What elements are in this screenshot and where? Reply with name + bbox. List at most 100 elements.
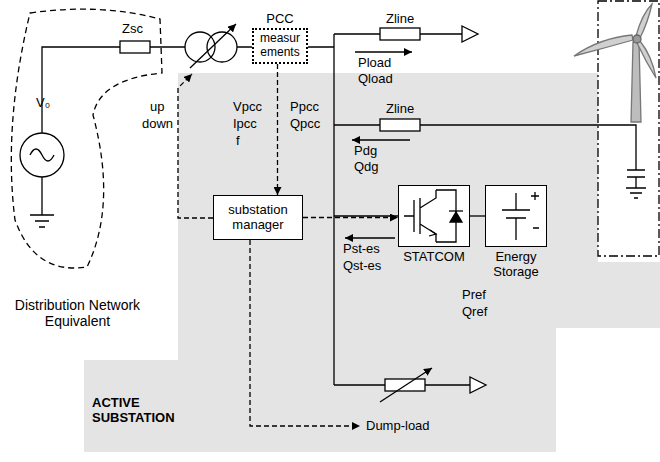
- turbine-blade: [574, 35, 633, 56]
- label-anchor: Zline: [386, 102, 414, 117]
- signal-label: Qst-es: [343, 259, 381, 274]
- load-symbol: [470, 377, 486, 393]
- signal-label: Zline: [386, 12, 414, 27]
- label-anchor: Pref: [462, 288, 486, 303]
- polarity-marks: [531, 192, 539, 228]
- signal-label: Dump-load: [366, 419, 430, 434]
- signal-label: up: [150, 100, 164, 115]
- label-anchor: Ipcc: [233, 117, 257, 132]
- control-signal: [277, 64, 278, 195]
- power-flow-arrow: [345, 237, 395, 238]
- signal-label: Pst-es: [343, 242, 380, 257]
- turbine-hub: [633, 35, 641, 43]
- label-anchor: Qload: [358, 72, 393, 87]
- box-text: measur ements: [256, 32, 304, 60]
- resistor-symbol: [385, 379, 425, 391]
- voltage-source: [20, 133, 64, 177]
- variable-arrow: [380, 368, 432, 402]
- line-impedance: [380, 119, 420, 131]
- load-symbol: [462, 26, 478, 42]
- label-anchor: down: [142, 117, 173, 132]
- process-box: substation manager: [213, 195, 303, 240]
- ground-symbol: [30, 177, 54, 227]
- signal-label: f: [236, 134, 240, 149]
- wire: [334, 125, 636, 170]
- signal-label: Qdg: [354, 160, 379, 175]
- diode-symbol: [450, 212, 462, 222]
- igbt-emitter-arrow: [429, 230, 436, 236]
- label-anchor: Zsc: [122, 22, 143, 37]
- bus-bar: [333, 34, 334, 385]
- signal-label: Zline: [386, 102, 414, 117]
- signal-label: down: [142, 117, 173, 132]
- pcc-label: PCC: [252, 12, 308, 28]
- wire: [334, 384, 470, 385]
- signal-label: Pref: [462, 288, 486, 303]
- converter-unit: STATCOM: [398, 185, 470, 265]
- dump-control-line: [250, 240, 360, 426]
- device-box: [485, 185, 547, 247]
- signal-label: Qload: [358, 72, 393, 87]
- transformer-winding: [207, 32, 237, 62]
- signal-label: Ppcc: [290, 100, 319, 115]
- dc-link: [470, 215, 485, 216]
- signal-label: Ipcc: [233, 117, 257, 132]
- label-anchor: Pst-es: [343, 242, 380, 257]
- wire: [334, 33, 462, 34]
- wire: [334, 215, 398, 216]
- storage-unit: Energy Storage: [485, 185, 547, 280]
- region-title: ACTIVE SUBSTATION: [92, 396, 202, 426]
- label-anchor: Zline: [386, 12, 414, 27]
- storage-symbol: [502, 193, 530, 240]
- measurement-unit: PCC measur ements: [252, 12, 308, 64]
- sine-symbol: [30, 149, 54, 161]
- device-label: Energy Storage: [485, 250, 547, 280]
- box-text: substation manager: [218, 203, 298, 233]
- turbine-tower: [631, 42, 641, 122]
- igbt-symbol: [404, 190, 456, 242]
- label-anchor: up: [150, 100, 164, 115]
- label-anchor: Qdg: [354, 160, 379, 175]
- transformer-winding: [185, 32, 215, 62]
- wire: [42, 47, 120, 133]
- label-anchor: Qst-es: [343, 259, 381, 274]
- signal-label: Vpcc: [233, 100, 262, 115]
- label-anchor: Ppcc: [290, 100, 319, 115]
- turbine-blade: [636, 4, 652, 38]
- signal-label: Pload: [358, 56, 391, 71]
- signal-label: V₀: [36, 96, 50, 111]
- diode-bar: [449, 210, 463, 211]
- label-anchor: Vpcc: [233, 100, 262, 115]
- device-label: STATCOM: [398, 250, 470, 265]
- line-impedance: [380, 28, 420, 40]
- measurement-box: measur ements: [252, 28, 308, 64]
- device-box: [398, 185, 470, 247]
- wire: [150, 46, 185, 47]
- label-anchor: Dump-load: [366, 419, 430, 434]
- tap-control-line: [178, 74, 213, 218]
- label-anchor: V₀: [36, 96, 50, 111]
- turbine-blade: [637, 41, 656, 78]
- signal-label: Qref: [462, 305, 487, 320]
- tap-changer-arrow: [190, 24, 236, 68]
- signal-label: Qpcc: [290, 117, 320, 132]
- network-region: Distribution Network Equivalent: [5, 5, 165, 355]
- label-anchor: Qref: [462, 305, 487, 320]
- label-anchor: Pdg: [354, 144, 377, 159]
- signal-label: Zsc: [122, 22, 143, 37]
- power-flow-arrow: [355, 51, 412, 52]
- label-anchor: f: [236, 134, 240, 149]
- power-flow-arrow: [352, 139, 410, 140]
- signal-label: Pdg: [354, 144, 377, 159]
- label-anchor: Qpcc: [290, 117, 320, 132]
- impedance-symbol: [120, 41, 150, 53]
- wire: [237, 46, 334, 47]
- capacitor-symbol: [626, 170, 646, 198]
- turbine-frame: [598, 1, 659, 256]
- region-title: Distribution Network Equivalent: [5, 297, 150, 329]
- control-signal: [303, 217, 398, 218]
- label-anchor: Pload: [358, 56, 391, 71]
